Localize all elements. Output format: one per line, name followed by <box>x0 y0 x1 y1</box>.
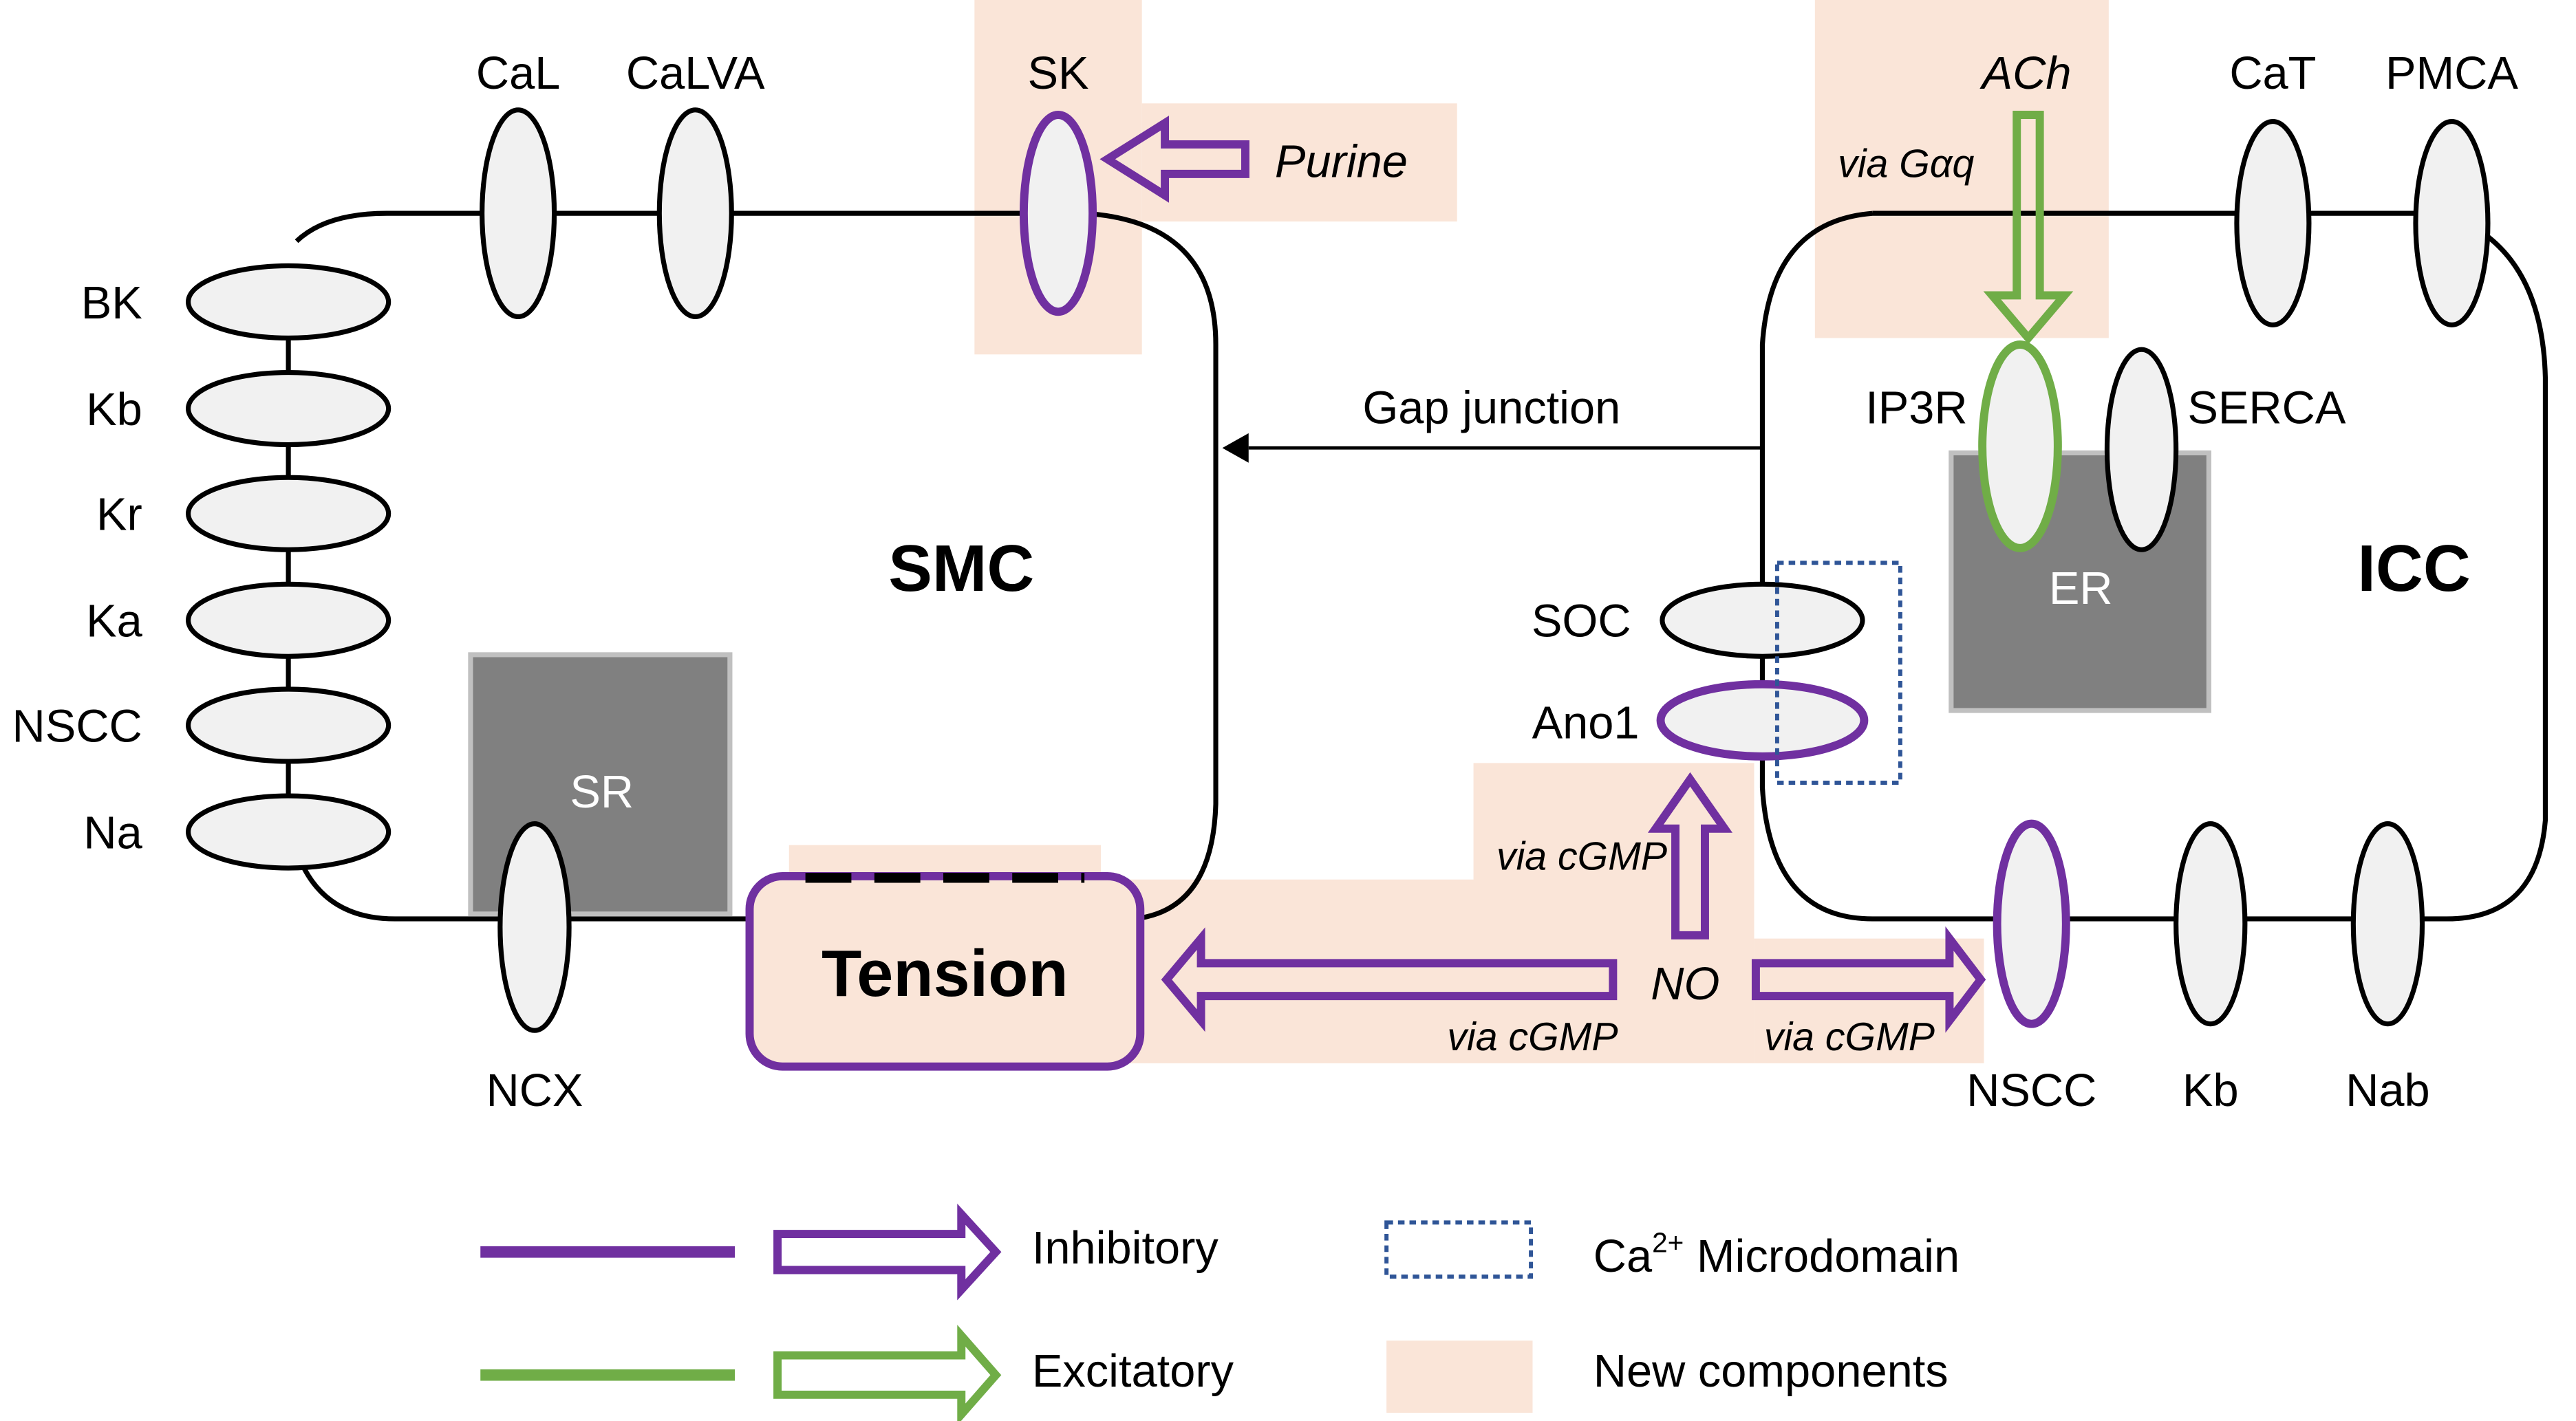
legend-inhibitory-arrow <box>773 1204 1002 1301</box>
label-cal: CaL <box>476 48 561 99</box>
legend-microdomain-label: Ca2+ Microdomain <box>1593 1226 1960 1282</box>
legend-microdomain-box <box>1384 1220 1534 1279</box>
tension-label: Tension <box>822 937 1069 1010</box>
label-via-cgmp-right: via cGMP <box>1764 1015 1935 1059</box>
gap-junction-label: Gap junction <box>1362 383 1620 434</box>
legend-new-components-swatch <box>1386 1341 1533 1413</box>
channel-soc <box>1660 581 1865 659</box>
icc-title: ICC <box>2357 532 2470 605</box>
label-cat: CaT <box>2229 48 2316 99</box>
legend-microdomain-prefix: Ca <box>1593 1231 1653 1282</box>
channel-kr <box>186 475 391 552</box>
channel-pmca <box>2413 118 2491 327</box>
ach-arrow <box>1983 111 2074 345</box>
label-na: Na <box>83 807 142 858</box>
gap-junction-arrowhead <box>1222 433 1249 463</box>
label-via-cgmp-up: via cGMP <box>1496 834 1667 878</box>
label-nab: Nab <box>2346 1065 2430 1116</box>
channel-kb <box>186 369 391 448</box>
label-nscc-smc: NSCC <box>12 701 142 752</box>
channel-ano1 <box>1656 680 1869 761</box>
label-kb: Kb <box>86 384 142 435</box>
highlight-ach <box>1814 0 2109 338</box>
label-bk: BK <box>81 278 142 329</box>
channel-bk <box>186 263 391 341</box>
label-soc: SOC <box>1532 596 1631 647</box>
label-serca: SERCA <box>2187 383 2346 434</box>
label-ano1: Ano1 <box>1532 698 1640 749</box>
label-ncx: NCX <box>486 1065 583 1116</box>
channel-sk <box>1019 111 1097 316</box>
legend-microdomain-sup: 2+ <box>1652 1226 1684 1258</box>
legend-new-components-label: New components <box>1593 1346 1949 1397</box>
label-calva: CaLVA <box>626 48 765 99</box>
channel-calva <box>656 107 734 320</box>
no-to-tension-arrow <box>1161 927 1618 1032</box>
label-sk: SK <box>1027 48 1088 99</box>
channel-nab <box>2350 821 2425 1027</box>
channel-ip3r <box>1978 340 2062 552</box>
smc-left-channel-stack: BK Kb Kr Ka NSCC Na <box>12 263 391 871</box>
channel-ka <box>186 581 391 659</box>
smc-title: SMC <box>888 532 1034 605</box>
no-to-ano1-arrow <box>1647 772 1733 940</box>
channel-nscc-icc <box>1993 819 2070 1028</box>
legend: Inhibitory Excitatory Ca2+ Microdomain N… <box>480 1204 1960 1421</box>
legend-excitatory-label: Excitatory <box>1032 1346 1234 1397</box>
channel-cat <box>2234 118 2312 327</box>
label-pmca: PMCA <box>2385 48 2518 99</box>
channel-nscc-smc <box>186 686 391 764</box>
smc-membrane <box>294 210 1219 922</box>
label-nscc-icc: NSCC <box>1966 1065 2096 1116</box>
channel-cal <box>480 107 557 320</box>
label-no: NO <box>1651 959 1719 1010</box>
ca-microdomain-box <box>1774 561 1902 785</box>
label-via-gaq: via Gαq <box>1838 142 1974 186</box>
legend-excitatory-arrow <box>773 1325 1002 1421</box>
highlight-no-left <box>1101 879 1754 1063</box>
label-purine: Purine <box>1275 137 1408 188</box>
label-ka: Ka <box>86 596 143 647</box>
sr-label: SR <box>570 767 634 818</box>
label-ach: ACh <box>1979 48 2072 99</box>
channel-kb-icc <box>2174 821 2248 1027</box>
er-label: ER <box>2049 563 2113 614</box>
channel-serca <box>2104 347 2179 552</box>
purine-arrow <box>1099 116 1249 203</box>
legend-microdomain-suffix: Microdomain <box>1684 1231 1960 1282</box>
no-to-nscc-arrow <box>1751 926 1986 1033</box>
channel-na <box>186 793 391 871</box>
icc-membrane <box>1759 210 2548 922</box>
label-kr: Kr <box>96 490 142 541</box>
label-via-cgmp-left: via cGMP <box>1447 1015 1618 1059</box>
channel-ncx <box>497 821 572 1033</box>
legend-inhibitory-label: Inhibitory <box>1032 1223 1219 1274</box>
highlight-purine <box>1141 103 1457 222</box>
label-kb-icc: Kb <box>2182 1065 2239 1116</box>
label-ip3r: IP3R <box>1865 383 1967 434</box>
